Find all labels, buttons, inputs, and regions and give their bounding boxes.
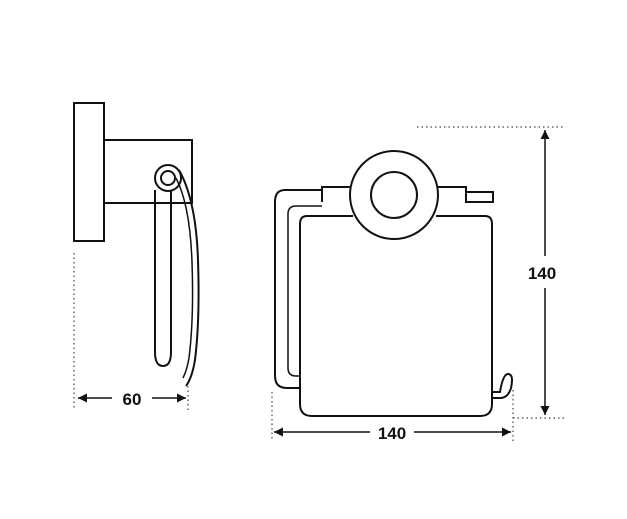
front-height-dimension: 140 [528, 130, 556, 415]
front-rosette-inner [370, 171, 418, 219]
side-arm-block [103, 139, 193, 204]
side-cover-flap [178, 169, 200, 387]
front-holder-arm-inner [287, 205, 322, 377]
front-dim-extensions [271, 126, 565, 441]
side-width-label: 60 [123, 390, 142, 409]
front-cover-lid [299, 215, 493, 417]
side-dim-extensions [73, 253, 189, 410]
front-right-hook [492, 372, 513, 399]
side-dimension: 60 [78, 390, 186, 409]
front-wall-rosette [349, 150, 439, 240]
side-roll-rod [154, 190, 172, 368]
front-height-label: 140 [528, 264, 556, 283]
side-wall-plate [73, 102, 105, 242]
side-roll-loop-inner [160, 170, 176, 186]
side-view [73, 102, 200, 387]
front-bar-end-cap [465, 191, 494, 203]
front-width-dimension: 140 [274, 424, 511, 443]
front-top-bar [321, 186, 467, 202]
side-cover-flap-inner [175, 177, 194, 379]
front-view [274, 150, 513, 417]
front-holder-arm-outer [274, 189, 322, 389]
side-roll-loop [154, 164, 182, 192]
front-width-label: 140 [378, 424, 406, 443]
